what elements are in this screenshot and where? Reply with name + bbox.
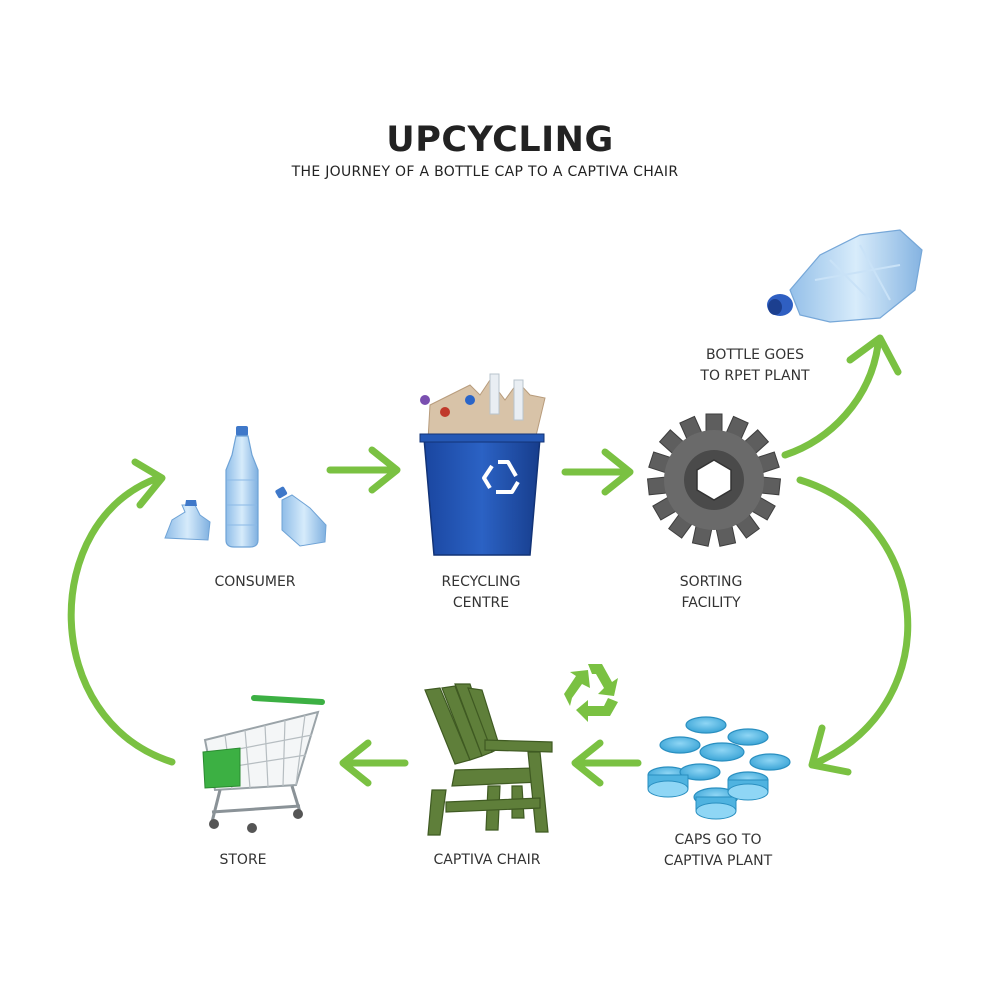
label-consumer: CONSUMER — [180, 572, 330, 593]
page-title: UPCYCLING — [386, 120, 614, 160]
consumer-bottles-image — [164, 426, 327, 548]
label-caps-line1: CAPS GO TO — [674, 832, 762, 848]
recycle-icon — [482, 460, 520, 494]
shopping-cart-image — [202, 695, 325, 833]
label-consumer-line1: CONSUMER — [214, 574, 296, 590]
label-sorting-line1: SORTING — [679, 574, 743, 590]
label-chair-line1: CAPTIVA CHAIR — [433, 852, 541, 868]
label-rpet-plant: BOTTLE GOES TO RPET PLANT — [680, 345, 830, 387]
label-store-line1: STORE — [219, 852, 267, 868]
label-sorting-facility: SORTING FACILITY — [636, 572, 786, 614]
green-recycle-icon — [564, 664, 618, 722]
flow-arrows — [67, 334, 912, 787]
arrow-recycling-to-sorting — [561, 448, 634, 496]
label-rpet-line1: BOTTLE GOES — [706, 347, 804, 363]
label-recycling-centre: RECYCLING CENTRE — [406, 572, 556, 614]
arrow-sorting-to-rpet — [781, 334, 902, 459]
label-sorting-line2: FACILITY — [681, 595, 741, 611]
label-store: STORE — [168, 850, 318, 871]
recycling-bin-image — [419, 373, 546, 556]
sorting-gear-image — [646, 413, 782, 547]
label-caps-line2: CAPTIVA PLANT — [663, 853, 773, 869]
arrow-consumer-to-recycling — [326, 446, 401, 494]
label-recycling-line1: RECYCLING — [441, 574, 521, 590]
bottle-caps-image — [647, 716, 791, 820]
arrow-caps-to-chair — [571, 739, 642, 787]
arrow-sorting-to-caps — [796, 476, 912, 776]
label-recycling-line2: CENTRE — [452, 595, 510, 611]
label-captiva-plant: CAPS GO TO CAPTIVA PLANT — [643, 830, 793, 872]
label-captiva-chair: CAPTIVA CHAIR — [412, 850, 562, 871]
arrow-store-to-consumer — [67, 458, 176, 766]
crushed-bottle-image — [767, 229, 923, 323]
arrow-chair-to-store — [339, 739, 409, 787]
captiva-chair-image — [424, 683, 553, 836]
page-subtitle: THE JOURNEY OF A BOTTLE CAP TO A CAPTIVA… — [291, 164, 679, 180]
label-rpet-line2: TO RPET PLANT — [700, 368, 810, 384]
